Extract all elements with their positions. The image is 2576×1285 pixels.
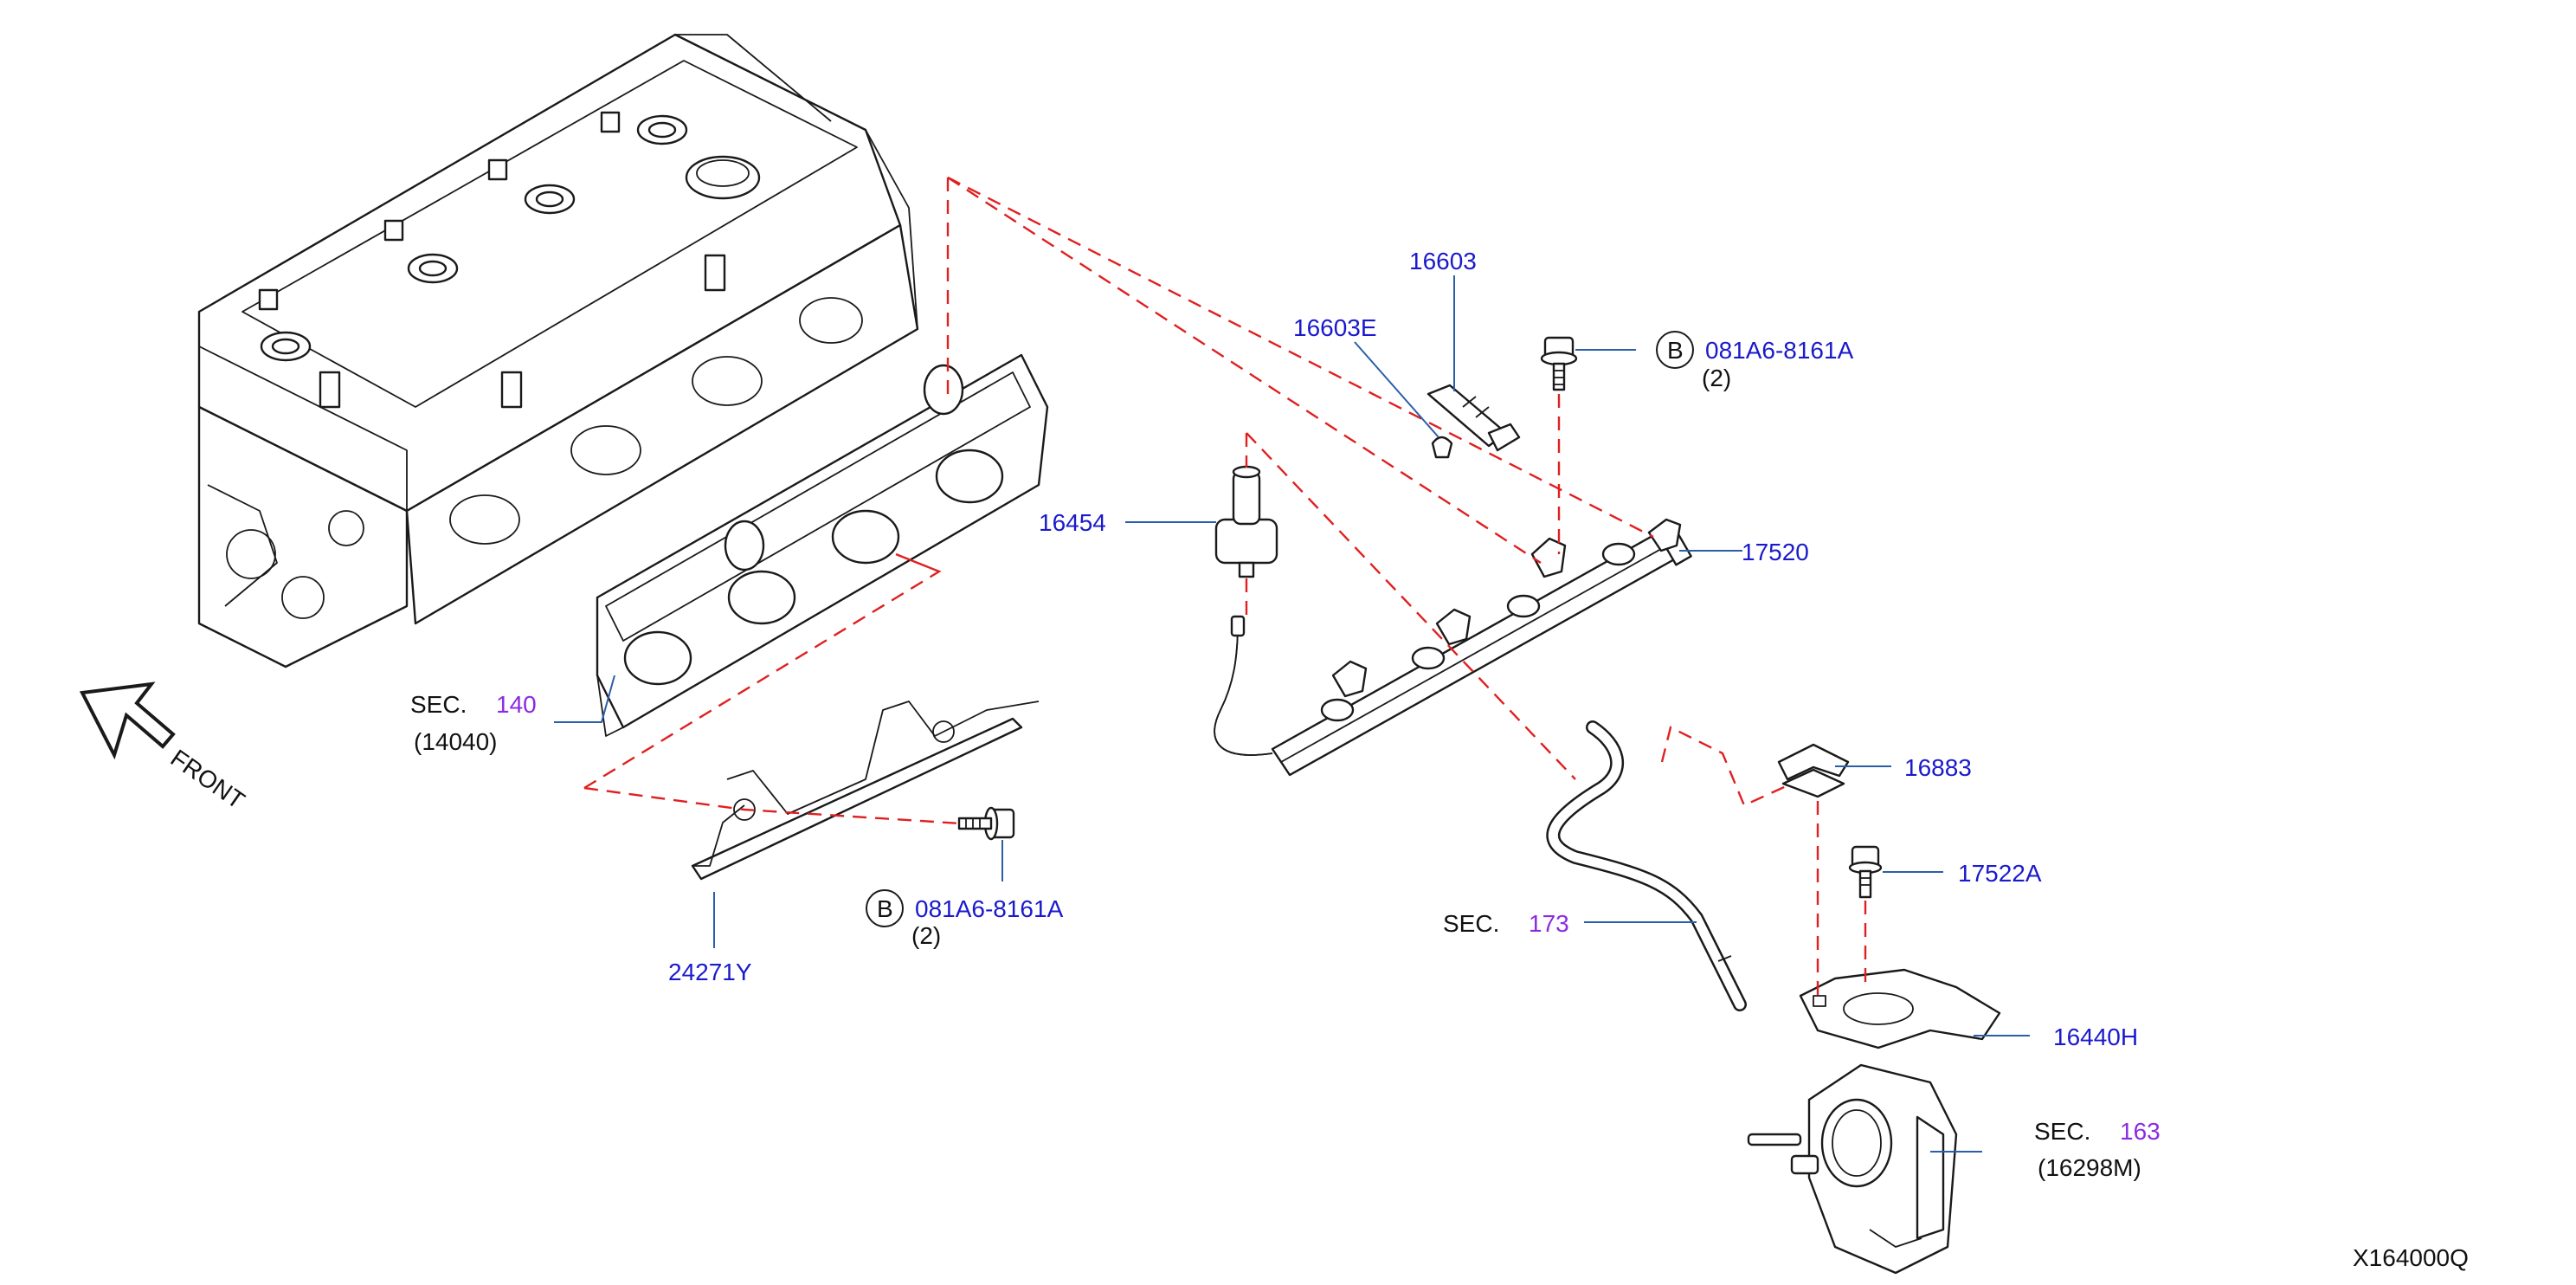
part-number-16454: 16454 — [1039, 509, 1106, 536]
part-number-16440h: 16440H — [2053, 1023, 2138, 1050]
leader-lines — [554, 275, 2030, 1153]
bolt-illustration-17522a — [1848, 845, 1883, 899]
bolt-type-circle-bottom — [866, 889, 904, 927]
dashed-assembly-lines — [583, 176, 1867, 996]
bolt-qty-bottom: (2) — [911, 922, 941, 949]
fuel-damper-illustration — [1214, 465, 1278, 578]
fuel-hose-illustration — [1546, 720, 1747, 1011]
bolt-type-letter-bottom: B — [877, 895, 893, 922]
diagram-id: X164000Q — [2353, 1244, 2469, 1271]
cylinder-head-illustration — [197, 33, 919, 668]
bolt-code-top: 081A6-8161A — [1705, 337, 1854, 364]
part-number-16603e: 16603E — [1293, 314, 1377, 341]
sec-140-sub: (14040) — [414, 728, 498, 755]
intake-manifold-illustration — [596, 353, 1049, 737]
clip-16883-illustration — [1777, 743, 1850, 798]
part-number-24271y: 24271Y — [668, 959, 752, 985]
part-number-17522a: 17522A — [1958, 860, 2042, 887]
part-number-16883: 16883 — [1904, 754, 1972, 781]
sec-163-sub: (16298M) — [2038, 1154, 2141, 1181]
bolt-illustration-bottom — [957, 806, 1015, 841]
sec-140-label: SEC. — [410, 691, 467, 718]
callout-labels: 16603 16603E 16454 17520 16883 17522A 16… — [410, 248, 2469, 1271]
bolt-code-bottom: 081A6-8161A — [915, 895, 1064, 922]
bolt-qty-top: (2) — [1702, 365, 1731, 391]
front-label: FRONT — [166, 745, 250, 815]
bolt-illustration-top — [1540, 336, 1578, 391]
front-direction-arrow: FRONT — [79, 681, 250, 815]
sec-163-number: 163 — [2120, 1118, 2161, 1145]
fuel-rail-illustration — [1214, 518, 1692, 777]
injector-clip-illustration — [1431, 436, 1453, 459]
part-number-16603: 16603 — [1409, 248, 1477, 274]
bolt-type-circle-top — [1656, 331, 1694, 369]
sec-173-label: SEC. — [1443, 910, 1499, 937]
bolt-type-letter-top: B — [1667, 337, 1684, 364]
sec-163-label: SEC. — [2034, 1118, 2090, 1145]
bracket-24271y-illustration — [691, 701, 1040, 881]
throttle-body-illustration — [1747, 1063, 1958, 1275]
sec-140-number: 140 — [496, 691, 537, 718]
sec-173-number: 173 — [1529, 910, 1569, 937]
throttle-gasket-illustration — [1799, 968, 2001, 1049]
part-number-17520: 17520 — [1742, 539, 1809, 565]
fuel-injector-illustration — [1426, 384, 1521, 452]
